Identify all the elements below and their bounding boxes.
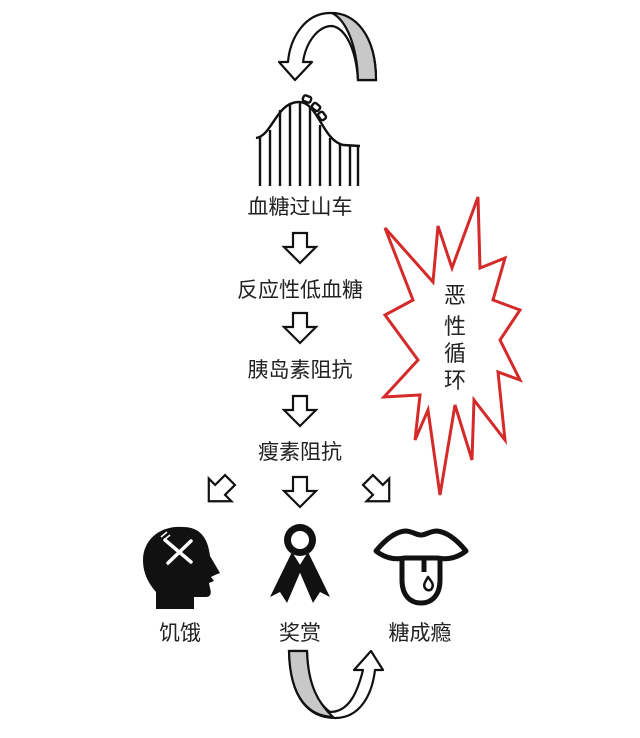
starburst-shape — [380, 196, 524, 496]
callout-char: 循 — [444, 342, 466, 367]
callout-char: 性 — [444, 315, 466, 340]
award-ribbon-icon — [270, 524, 330, 603]
down-arrow-icon — [282, 231, 318, 265]
outcome-label: 奖赏 — [279, 621, 321, 645]
cycle-arrow-icon-top — [277, 11, 378, 82]
down-arrow-icon — [282, 311, 318, 345]
outcome-label: 饥饿 — [159, 621, 201, 645]
vicious-cycle-callout: 恶 性 循 环 — [380, 196, 524, 496]
down-left-arrow-icon — [196, 467, 243, 514]
down-right-arrow-icon — [355, 467, 402, 514]
roller-coaster-icon — [255, 94, 361, 186]
down-arrow-icon — [282, 475, 318, 509]
outcome-label: 糖成瘾 — [389, 621, 452, 645]
down-arrow-icon — [282, 394, 318, 428]
callout-char: 恶 — [444, 284, 466, 309]
cycle-arrow-icon-bottom — [287, 649, 385, 720]
title-label: 血糖过山车 — [248, 195, 353, 219]
callout-char: 环 — [444, 369, 466, 394]
step-label: 反应性低血糖 — [237, 278, 363, 302]
tongue-mouth-icon — [373, 528, 469, 606]
step-label: 胰岛素阻抗 — [248, 358, 353, 382]
hungry-head-icon — [143, 526, 220, 609]
step-label: 瘦素阻抗 — [258, 440, 342, 464]
